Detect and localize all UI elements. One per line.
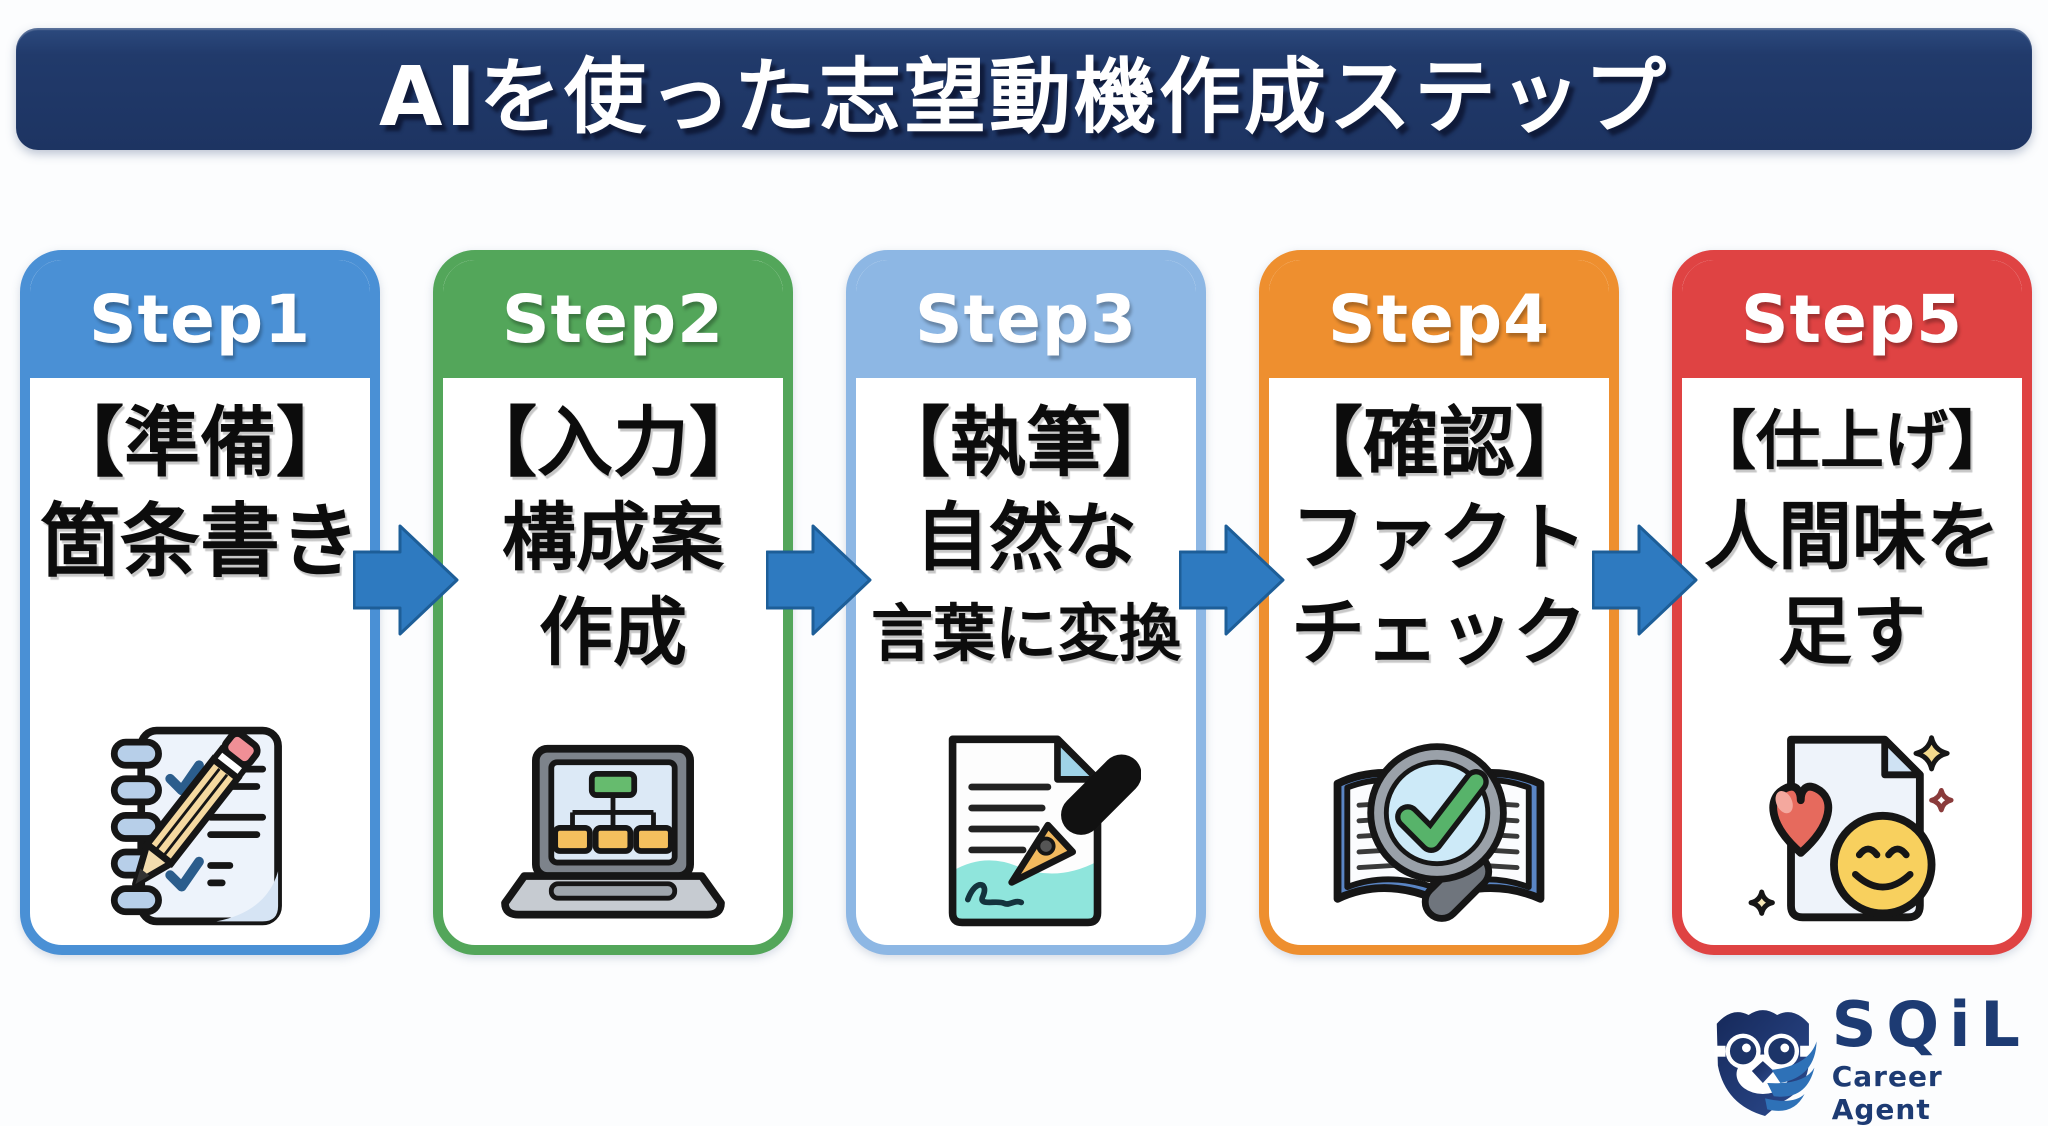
arrow-step1-to-step2 — [353, 524, 459, 636]
step5-body: 【仕上げ】 人間味を 足す — [1682, 378, 2022, 945]
step2-label: Step2 — [501, 280, 724, 358]
step3-header: Step3 — [856, 260, 1196, 378]
brand-logo: SQiL Career Agent — [1708, 994, 2048, 1126]
step2-card: Step2 【入力】 構成案 作成 — [433, 250, 793, 955]
logo-tagline: Career Agent — [1831, 1060, 1943, 1126]
laptop-flowchart-icon — [493, 743, 733, 931]
step2-header: Step2 — [443, 260, 783, 378]
arrow-step3-to-step4 — [1179, 524, 1285, 636]
step2-text-1: 構成案 — [502, 495, 724, 582]
step4-text-1: ファクト — [1291, 495, 1587, 582]
step1-card: Step1 【準備】 箇条書き — [20, 250, 380, 955]
book-magnifier-check-icon — [1319, 731, 1559, 931]
step5-heading: 【仕上げ】 — [1692, 405, 2012, 479]
step4-header: Step4 — [1269, 260, 1609, 378]
step5-label: Step5 — [1740, 280, 1963, 358]
step4-card: Step4 【確認】 ファクト チェック — [1259, 250, 1619, 955]
step1-heading: 【準備】 — [48, 398, 352, 487]
step3-card: Step3 【執筆】 自然な 言葉に変換 — [846, 250, 1206, 955]
step4-heading: 【確認】 — [1287, 398, 1591, 487]
step5-header: Step5 — [1682, 260, 2022, 378]
step4-body: 【確認】 ファクト チェック — [1269, 378, 1609, 945]
step2-heading: 【入力】 — [461, 398, 765, 487]
arrow-step4-to-step5 — [1592, 524, 1698, 636]
step4-text-2: チェック — [1291, 589, 1587, 676]
step3-heading: 【執筆】 — [874, 398, 1178, 487]
step5-card: Step5 【仕上げ】 人間味を 足す — [1672, 250, 2032, 955]
page-title: AIを使った志望動機作成ステップ — [379, 49, 1669, 145]
document-heart-smiley-icon — [1740, 726, 1965, 931]
logo-brand: SQiL — [1831, 988, 2030, 1061]
notebook-checklist-pencil-icon — [93, 719, 308, 931]
step1-text: 箇条書き — [40, 495, 360, 589]
document-fountain-pen-icon — [911, 726, 1141, 931]
title-banner: AIを使った志望動機作成ステップ — [16, 28, 2032, 150]
step3-label: Step3 — [914, 280, 1137, 358]
owl-logo-icon — [1714, 1010, 1817, 1116]
step3-text-1: 自然な — [915, 495, 1137, 582]
arrow-step2-to-step3 — [766, 524, 872, 636]
step5-text-2: 足す — [1778, 588, 1926, 675]
step5-text-1: 人間味を — [1704, 494, 2000, 580]
logo-text: SQiL Career Agent — [1832, 994, 2048, 1126]
step3-body: 【執筆】 自然な 言葉に変換 — [856, 378, 1196, 945]
step4-label: Step4 — [1327, 280, 1550, 358]
step1-body: 【準備】 箇条書き — [30, 378, 370, 945]
step2-text-2: 作成 — [539, 589, 687, 676]
step2-body: 【入力】 構成案 作成 — [443, 378, 783, 945]
step1-header: Step1 — [30, 260, 370, 378]
step3-text-2: 言葉に変換 — [870, 596, 1181, 670]
step1-label: Step1 — [88, 280, 311, 358]
